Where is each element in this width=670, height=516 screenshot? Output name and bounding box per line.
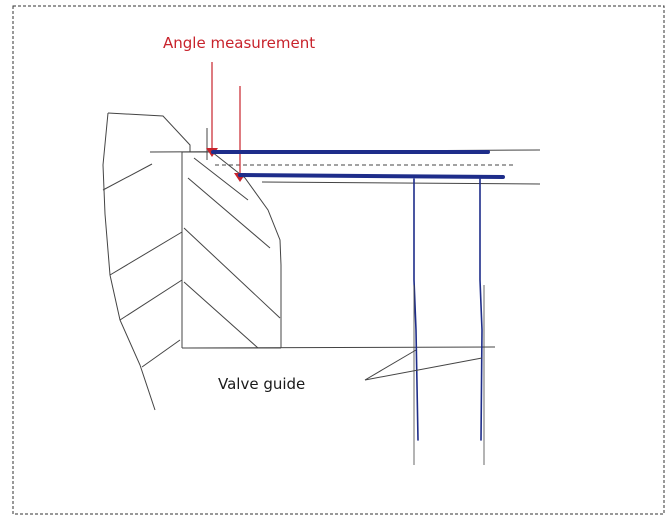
valve-stem-right <box>479 178 483 441</box>
valve-guide-leaders <box>364 285 485 465</box>
angle-measurement-label: Angle measurement <box>163 34 315 52</box>
valve <box>211 150 505 441</box>
valve-face-lower <box>238 173 505 179</box>
valve-seat-insert <box>181 151 282 349</box>
valve-stem-left <box>413 178 419 441</box>
dashed-frame <box>12 5 665 515</box>
cylinder-head-outline <box>102 112 191 411</box>
valve-guide-label: Valve guide <box>218 375 305 393</box>
angle-arrows <box>211 62 241 175</box>
